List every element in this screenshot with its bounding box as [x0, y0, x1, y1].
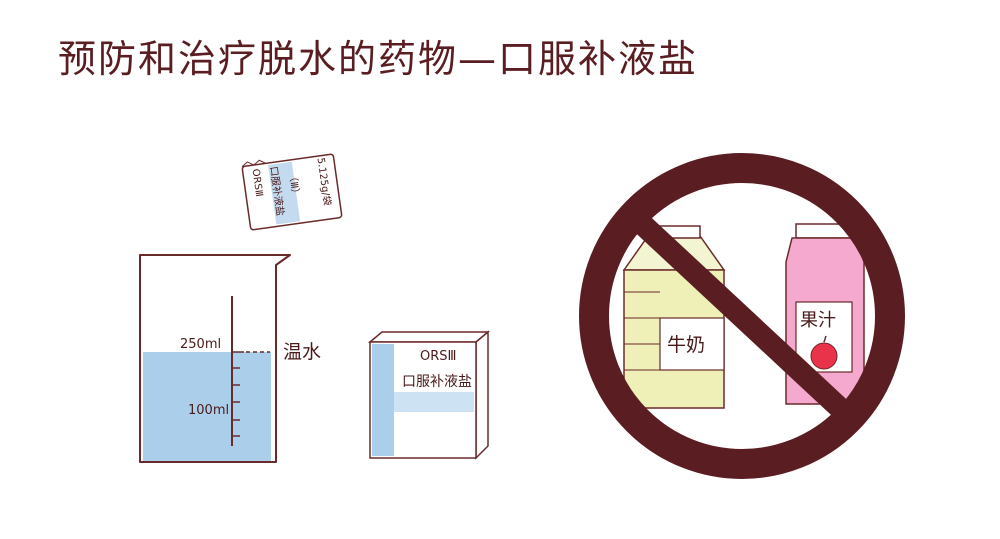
beaker-water — [143, 352, 271, 462]
sachet-line3: （Ⅲ） — [286, 171, 302, 199]
page-title: 预防和治疗脱水的药物—口服补液盐 — [58, 37, 699, 81]
ors-box: ORSⅢ 口服补液盐 — [367, 330, 491, 460]
ors-sachet: ORSⅢ 口服补液盐 （Ⅲ） 5.125g/袋 — [241, 153, 343, 231]
milk-label: 牛奶 — [667, 334, 705, 356]
prohibited-sign — [579, 153, 905, 479]
juice-label: 果汁 — [800, 310, 836, 331]
juice-bottle: 果汁 — [785, 223, 865, 405]
beaker-mark-250: 250ml — [180, 337, 221, 352]
beaker-mark-100: 100ml — [188, 403, 229, 418]
box-line1: ORSⅢ — [420, 349, 456, 364]
milk-carton: 牛奶 — [622, 225, 726, 409]
beaker: 250ml 100ml 温水 — [139, 254, 321, 463]
warm-water-label: 温水 — [283, 341, 321, 363]
box-line2: 口服补液盐 — [402, 374, 472, 390]
sachet-line1: ORSⅢ — [249, 168, 264, 197]
